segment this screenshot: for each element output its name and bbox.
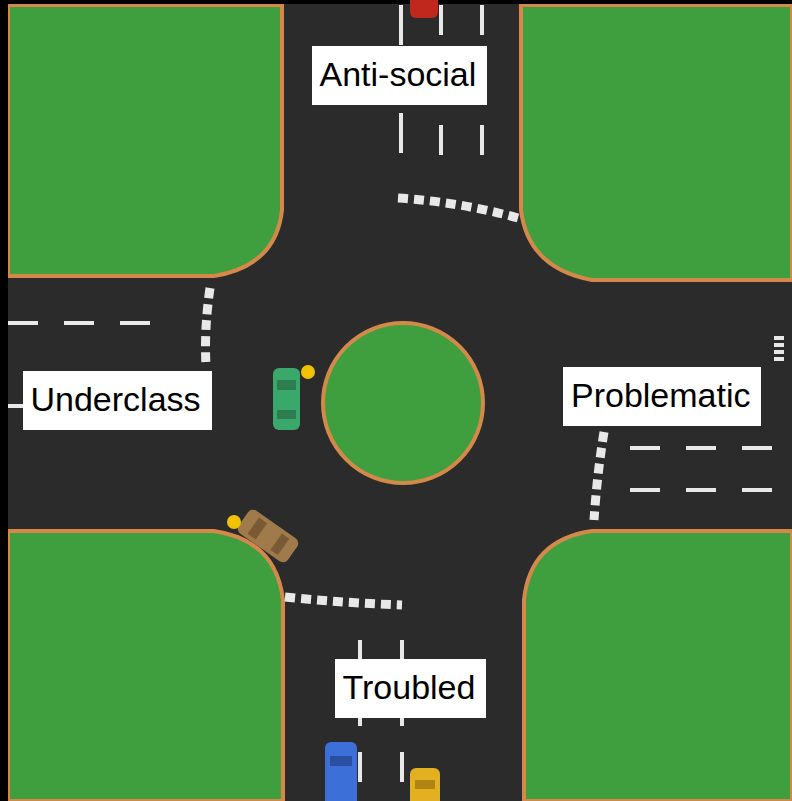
road-label: Problematic bbox=[571, 375, 751, 416]
car-window bbox=[277, 410, 296, 419]
grass-corner bbox=[524, 531, 792, 801]
lane-markings bbox=[8, 5, 792, 801]
label-box: Troubled bbox=[335, 659, 486, 718]
label-box: Underclass bbox=[23, 371, 212, 430]
image-border bbox=[0, 0, 8, 801]
road-label: Anti-social bbox=[320, 54, 477, 95]
label-box: Anti-social bbox=[312, 46, 487, 105]
grass-corner bbox=[8, 531, 283, 801]
car-window bbox=[330, 756, 352, 766]
car bbox=[273, 368, 300, 430]
car-window bbox=[415, 780, 435, 789]
car bbox=[410, 768, 440, 801]
car-window bbox=[277, 380, 296, 390]
label-box: Problematic bbox=[563, 367, 761, 426]
car bbox=[410, 0, 438, 18]
road-label: Troubled bbox=[343, 667, 476, 708]
image-border bbox=[0, 0, 792, 4]
indicator-light bbox=[301, 365, 315, 379]
give-way-line bbox=[285, 597, 402, 605]
lane-line bbox=[8, 321, 165, 325]
center-island bbox=[323, 323, 483, 483]
give-way-line bbox=[206, 288, 211, 365]
car bbox=[325, 742, 357, 801]
indicator-light bbox=[227, 515, 241, 529]
car bbox=[235, 507, 300, 564]
give-way-line bbox=[774, 336, 784, 362]
road-label: Underclass bbox=[31, 379, 201, 420]
grass-corner bbox=[8, 5, 282, 276]
give-way-line bbox=[398, 198, 518, 218]
car-window bbox=[248, 517, 268, 539]
grass-corner bbox=[521, 5, 792, 280]
give-way-line bbox=[594, 432, 604, 520]
car-body bbox=[235, 507, 300, 564]
lane-line bbox=[630, 446, 792, 450]
lane-line bbox=[630, 488, 792, 492]
car-window bbox=[270, 534, 289, 556]
